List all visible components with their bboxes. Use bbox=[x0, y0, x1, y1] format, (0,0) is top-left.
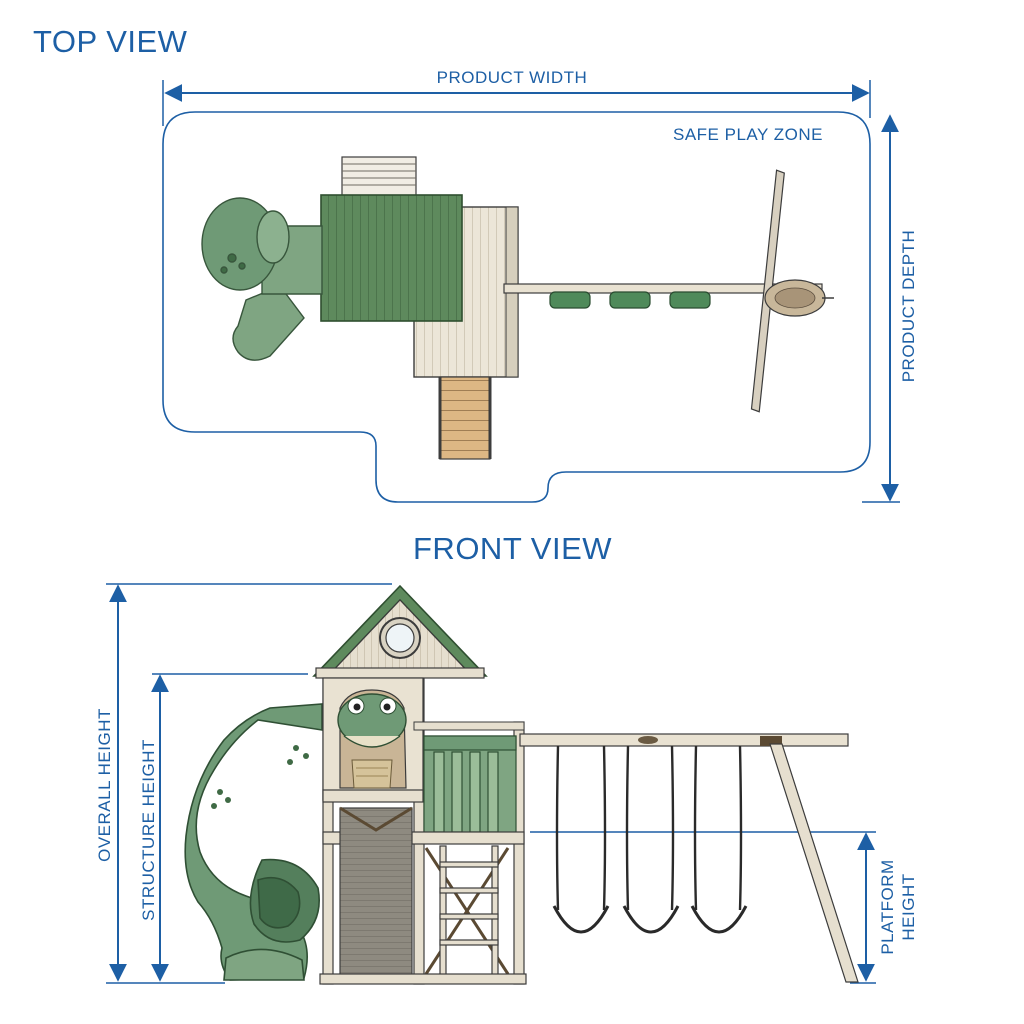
platform-height-label-2: HEIGHT bbox=[899, 873, 918, 940]
top-swing-seats bbox=[549, 291, 711, 309]
front-view-title: FRONT VIEW bbox=[413, 531, 613, 566]
platform-height-label-1: PLATFORM bbox=[878, 859, 897, 954]
depth-label: PRODUCT DEPTH bbox=[899, 230, 918, 383]
top-view-title: TOP VIEW bbox=[33, 24, 188, 59]
structure-height-label: STRUCTURE HEIGHT bbox=[139, 739, 158, 921]
front-base bbox=[319, 973, 527, 985]
front-swings bbox=[552, 745, 748, 934]
top-view-diagram: PRODUCT WIDTH PRODUCT DEPTH SAFE PLAY ZO… bbox=[162, 68, 918, 503]
top-swing-beam bbox=[503, 283, 823, 294]
safe-play-zone-outline bbox=[162, 111, 871, 503]
front-slide-footprints bbox=[211, 745, 309, 809]
front-ladder-rails bbox=[439, 845, 499, 977]
width-label: PRODUCT WIDTH bbox=[437, 68, 588, 87]
top-tube-slide bbox=[201, 197, 323, 361]
front-rock-wall bbox=[339, 807, 413, 979]
overall-height-label: OVERALL HEIGHT bbox=[95, 708, 114, 862]
top-ladder-lower bbox=[439, 376, 491, 460]
safe-play-zone-label: SAFE PLAY ZONE bbox=[673, 125, 823, 144]
top-ladder-rungs bbox=[342, 163, 416, 186]
front-tube-slide bbox=[184, 703, 323, 981]
front-a-frame-leg bbox=[769, 743, 859, 983]
front-deck-band bbox=[322, 789, 424, 803]
top-roof bbox=[320, 194, 463, 322]
front-view-diagram: OVERALL HEIGHT STRUCTURE HEIGHT PLATFORM… bbox=[95, 583, 918, 985]
alligator-panel bbox=[337, 689, 407, 789]
green-rail-panel bbox=[423, 735, 517, 835]
front-swing-beam bbox=[519, 733, 849, 747]
top-ladder-upper bbox=[341, 156, 417, 198]
